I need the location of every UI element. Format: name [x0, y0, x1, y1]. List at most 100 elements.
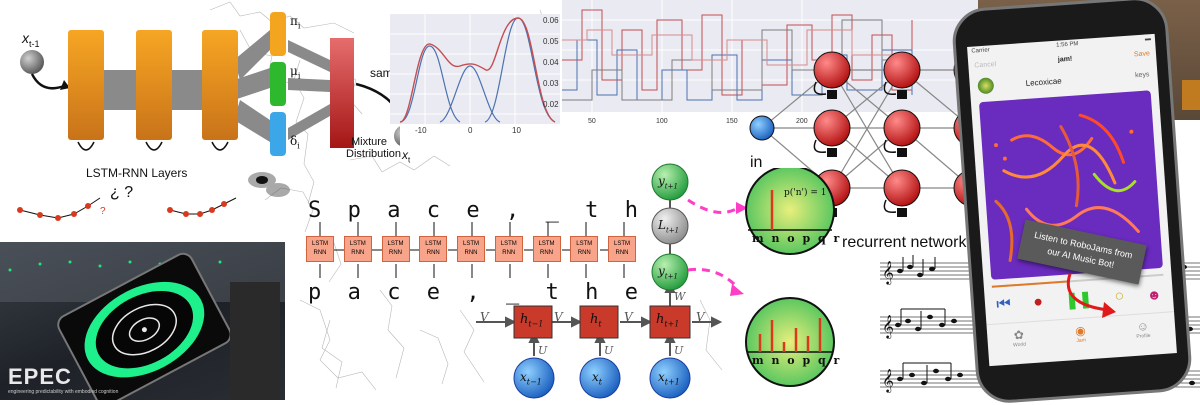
corner-photo-spot — [1182, 80, 1200, 110]
tab-profile-label: Profile — [1136, 332, 1151, 340]
lstm-cell-label: LSTM — [613, 241, 630, 247]
banner-arrow — [1066, 273, 1116, 318]
epec-photo-scene — [0, 242, 285, 400]
rewind-icon[interactable]: ⏮ — [995, 295, 1012, 314]
input-label: xt-1 — [22, 30, 40, 49]
output-label-main: x — [402, 148, 408, 162]
gaussian-y-tick: 0.06 — [543, 16, 559, 25]
lstm-cell-label: RNN — [426, 250, 440, 256]
lstm-mdn-diagram — [17, 12, 400, 221]
neuron — [883, 51, 921, 89]
input-char: e — [466, 198, 480, 223]
lstm-cell-label: RNN — [464, 250, 478, 256]
clock-label: 1:56 PM — [1055, 41, 1079, 49]
world-icon: ✿ — [1013, 327, 1025, 343]
y-next-sub: t+1 — [664, 182, 678, 191]
pi-label-sub: i — [297, 21, 301, 31]
layers-label: LSTM-RNN Layers — [86, 166, 188, 180]
lstm-layer-3 — [202, 30, 238, 140]
lstm-cell-label: RNN — [615, 250, 629, 256]
prob-letters-bottom: m n o p q r — [752, 354, 842, 367]
v-label-2: V — [624, 310, 633, 324]
mu-label-sub: i — [297, 71, 301, 81]
save-button[interactable]: Save — [1133, 49, 1151, 58]
x-next-sub: t+1 — [664, 377, 680, 387]
pi-box — [270, 12, 286, 56]
gaussian-y-tick: 0.03 — [543, 79, 559, 88]
network-in-label: in — [750, 154, 763, 171]
x-cur-node — [579, 357, 621, 399]
question-mark-1: ¿ ? — [110, 184, 134, 201]
x-next-label: xt+1 — [658, 370, 680, 386]
lstm-cell-label: RNN — [540, 250, 553, 256]
carrier-label: Carrier — [971, 47, 990, 55]
mu-box — [270, 62, 286, 106]
x-prev-sub: t−1 — [526, 377, 542, 387]
h-prev-main: h — [520, 312, 529, 327]
lstm-cell-label: LSTM — [349, 241, 366, 247]
nav-title: jam! — [1057, 55, 1073, 64]
h-cur-sub: t — [598, 319, 602, 329]
pi-label-main: π — [290, 14, 298, 28]
mu-label: μi — [290, 64, 300, 80]
output-char: h — [585, 280, 599, 305]
v-label-3: V — [696, 310, 705, 324]
x-prev-label: xt−1 — [520, 370, 542, 386]
x-cur-main: x — [592, 370, 599, 384]
svg-text:𝄞: 𝄞 — [882, 316, 894, 339]
pi-label: πi — [290, 14, 300, 30]
h-next-main: h — [656, 312, 665, 327]
input-label-sub: t-1 — [29, 38, 40, 49]
lstm-cell-label: LSTM — [462, 241, 479, 247]
probability-discs — [745, 168, 835, 387]
record-icon[interactable]: ● — [1032, 293, 1044, 311]
y-hat-main: y — [658, 264, 665, 278]
u-label-0: U — [538, 344, 548, 357]
question-mark-2: ? — [100, 206, 106, 217]
y-hat-sub: t+1 — [664, 272, 678, 281]
lstm-cell: LSTM RNN — [457, 236, 485, 262]
lstm-layer-1 — [68, 30, 104, 140]
lstm-cell-label: LSTM — [538, 241, 555, 247]
output-char: _ — [505, 280, 520, 305]
input-char: S — [308, 198, 322, 223]
h-next-label: ht+1 — [656, 312, 679, 329]
avatar[interactable] — [977, 77, 995, 95]
username-label: Lecoxicae — [1025, 75, 1062, 88]
robot-icon[interactable]: ☻ — [1146, 286, 1163, 303]
lstm-cell: LSTM RNN — [608, 236, 636, 262]
cancel-button[interactable]: Cancel — [974, 60, 997, 69]
input-node — [20, 50, 44, 74]
h-prev-label: ht−1 — [520, 312, 543, 329]
svg-text:𝄞: 𝄞 — [882, 370, 894, 393]
input-char: t — [585, 198, 599, 223]
gaussian-y-tick: 0.02 — [543, 100, 559, 109]
y-next-main: y — [658, 174, 665, 188]
output-char: a — [347, 280, 361, 305]
keys-label[interactable]: keys — [1134, 70, 1150, 79]
input-char: , — [505, 198, 520, 223]
input-characters: S p a c e , _ t h — [308, 198, 638, 223]
network-caption: recurrent network — [842, 234, 967, 251]
lstm-cell-label: LSTM — [500, 241, 517, 247]
lstm-layer-2 — [136, 30, 172, 140]
w-label: W — [674, 290, 686, 303]
loss-sub: t+1 — [665, 226, 680, 235]
lstm-cell-label: RNN — [389, 250, 402, 256]
lstm-cell-label: RNN — [502, 250, 516, 256]
h-prev-sub: t−1 — [528, 319, 544, 329]
u-label-1: U — [604, 344, 614, 357]
tab-world[interactable]: ✿World — [1012, 328, 1026, 349]
mixture-label-line1: Mixture — [350, 136, 388, 148]
output-node — [394, 126, 400, 146]
v-label-0: V — [480, 310, 489, 324]
lstm-cell-label: RNN — [577, 250, 591, 256]
ts-x-tick-1: 50 — [588, 118, 596, 125]
profile-icon: ☺ — [1136, 318, 1150, 334]
tab-profile[interactable]: ☺Profile — [1135, 319, 1151, 340]
loss-main: L — [658, 218, 666, 232]
sigma-label-sub: i — [297, 141, 300, 151]
